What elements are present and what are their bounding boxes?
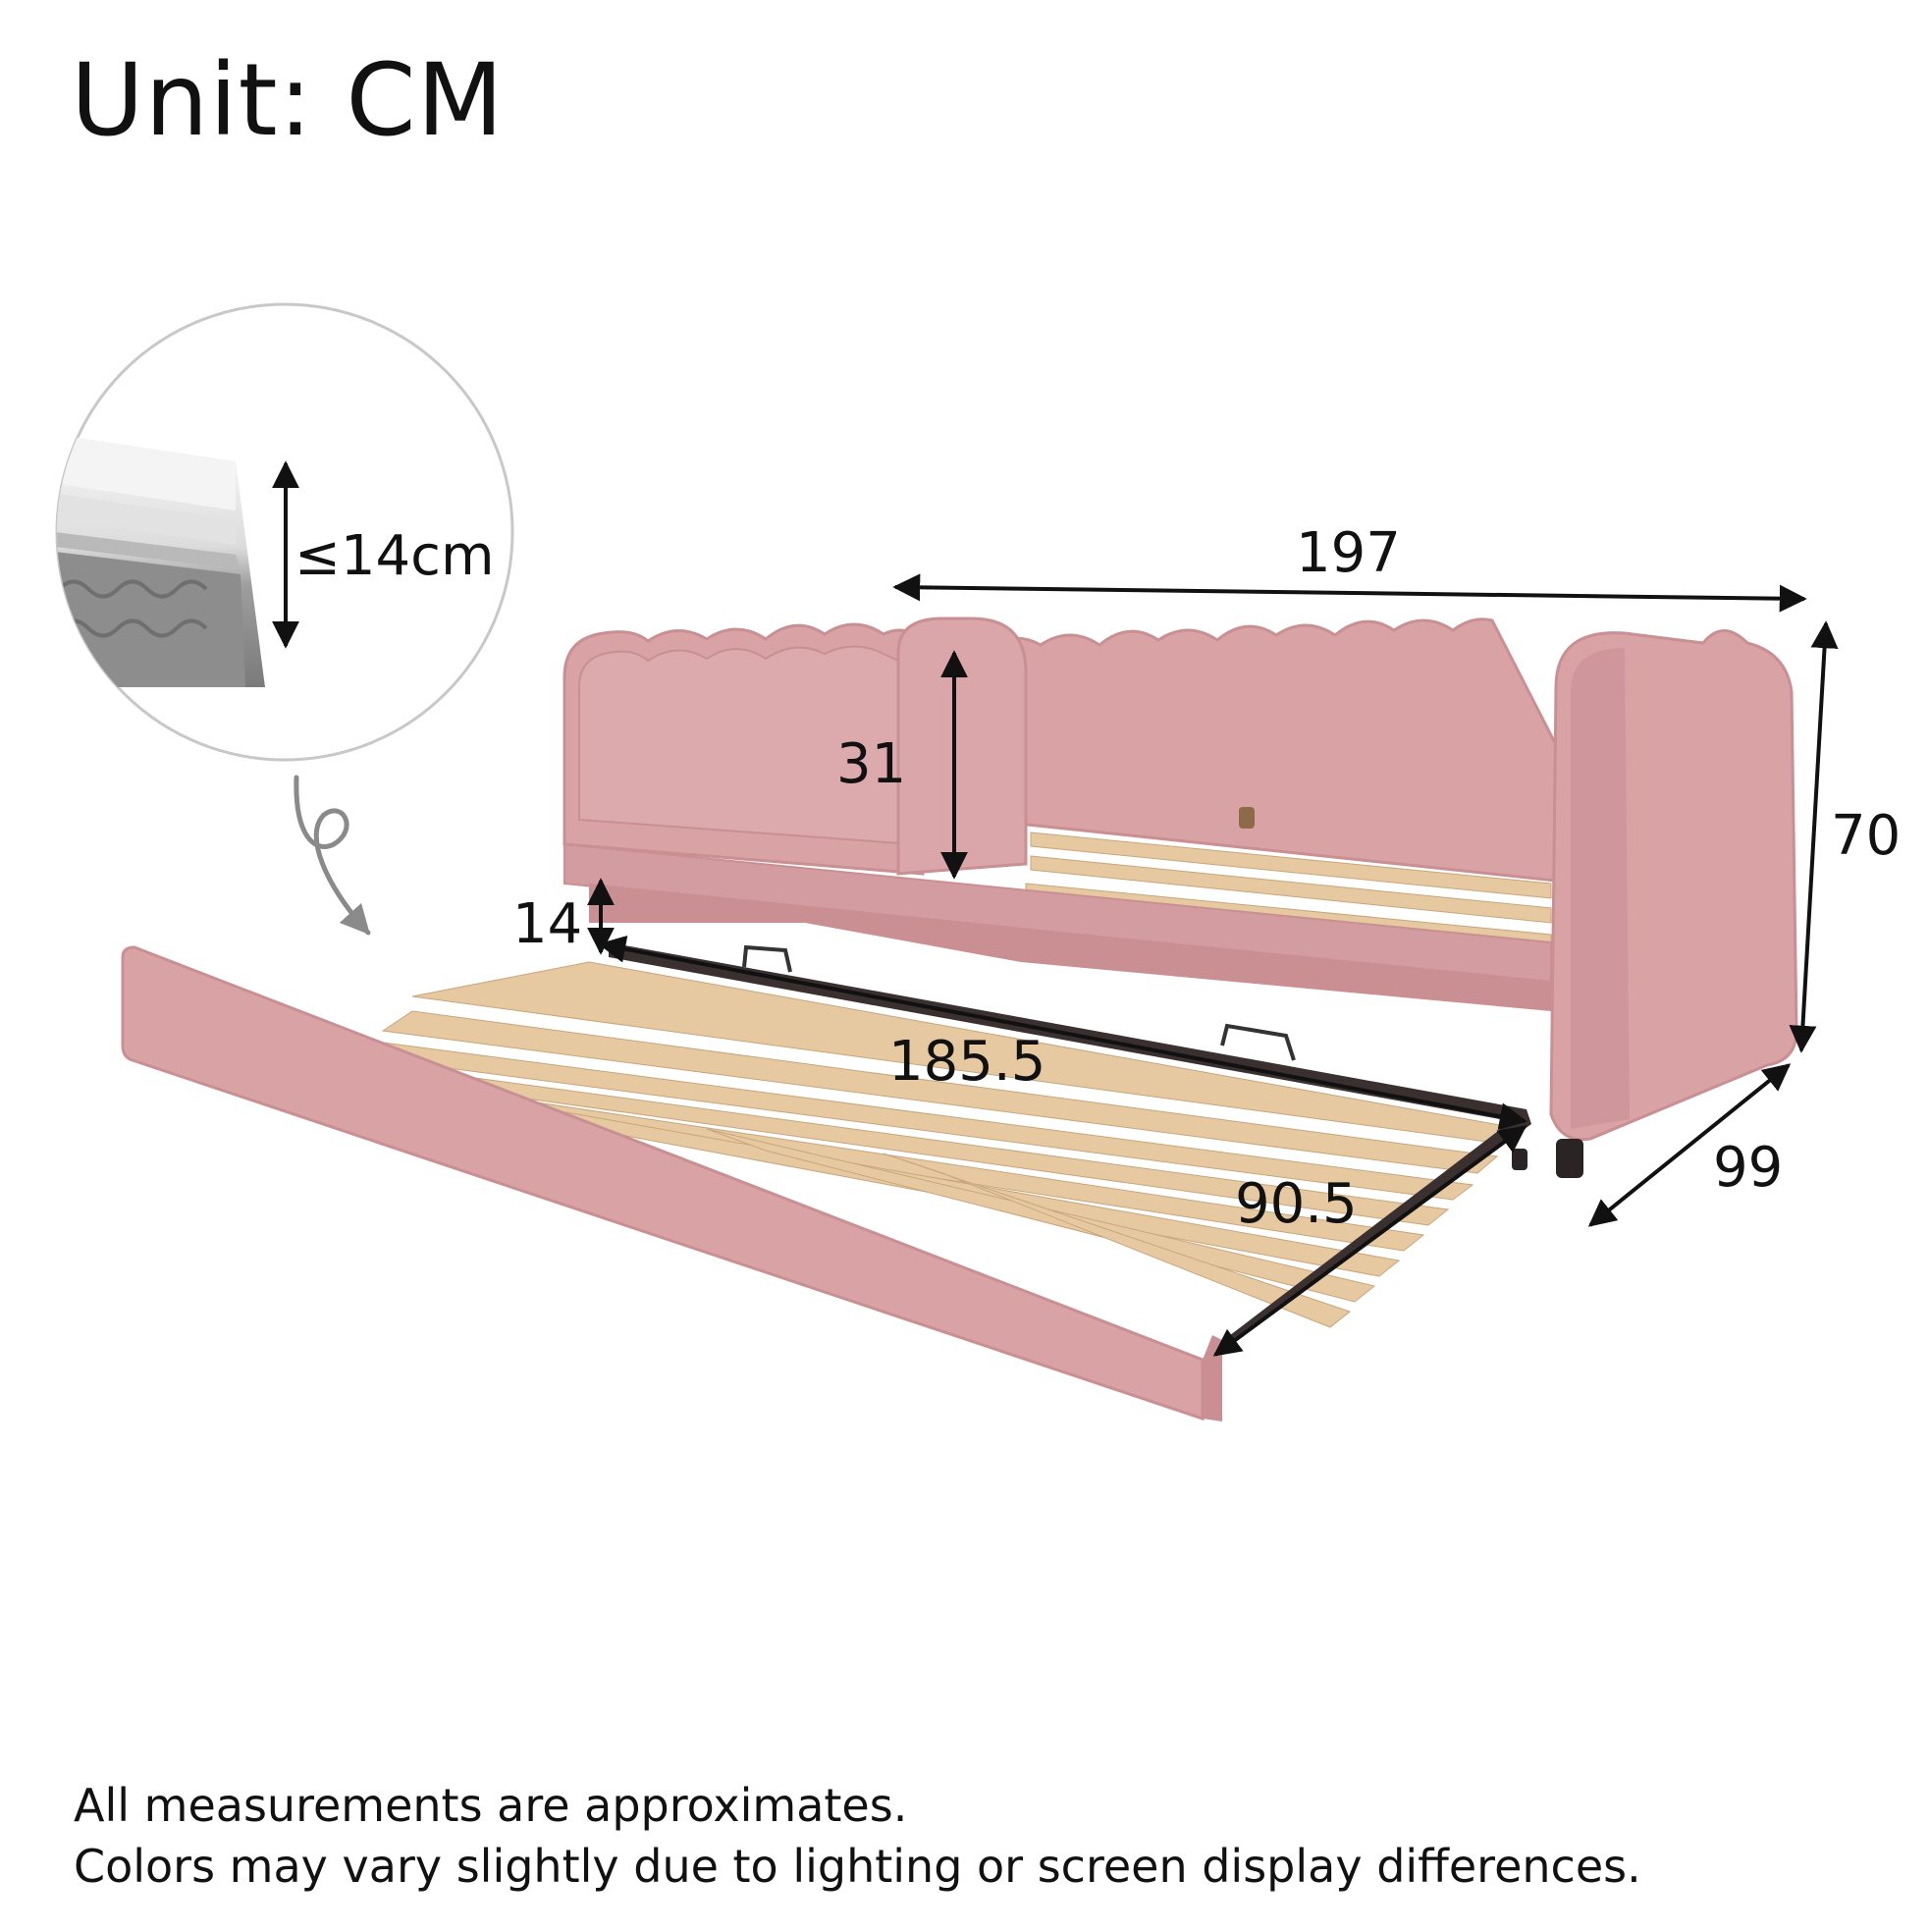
daybed-back-panel — [980, 617, 1633, 890]
trundle-handle-right — [1220, 1023, 1296, 1061]
dimension-label-trundle-width: 90.5 — [1235, 1172, 1358, 1236]
mattress-thickness-label: ≤14cm — [295, 524, 495, 588]
dimension-line-length — [892, 573, 1807, 613]
dimension-label-depth: 99 — [1713, 1136, 1783, 1200]
lock-latch — [1239, 807, 1255, 829]
unit-title: Unit: CM — [71, 42, 505, 159]
dimension-line-depth — [1587, 1063, 1792, 1227]
disclaimer-line-colors: Colors may vary slightly due to lighting… — [74, 1840, 1641, 1893]
callout-pointer-arrow — [294, 775, 371, 936]
daybed-foot — [1556, 1139, 1583, 1178]
dimension-line-trundle-width — [1212, 1125, 1527, 1357]
mattress-image — [57, 432, 265, 687]
daybed-guardrail — [896, 617, 1028, 876]
dimension-label-height: 70 — [1831, 804, 1901, 868]
dimension-label-trundle-height: 14 — [512, 892, 582, 956]
dimension-label-length: 197 — [1296, 521, 1401, 585]
disclaimer-line-measurements: All measurements are approximates. — [74, 1779, 908, 1832]
dimension-label-trundle-length: 185.5 — [888, 1030, 1045, 1094]
trundle-end-panel — [1203, 1335, 1222, 1422]
dimension-label-guardrail: 31 — [836, 732, 906, 796]
trundle-caster — [1512, 1149, 1527, 1170]
mattress-callout: ≤14cm — [55, 302, 514, 762]
dimension-line-trundle-length — [598, 935, 1527, 1131]
disclaimer-notes: All measurements are approximates. Color… — [74, 1775, 1641, 1897]
trundle-handle-left — [742, 944, 792, 973]
dimension-line-height — [1789, 620, 1839, 1053]
